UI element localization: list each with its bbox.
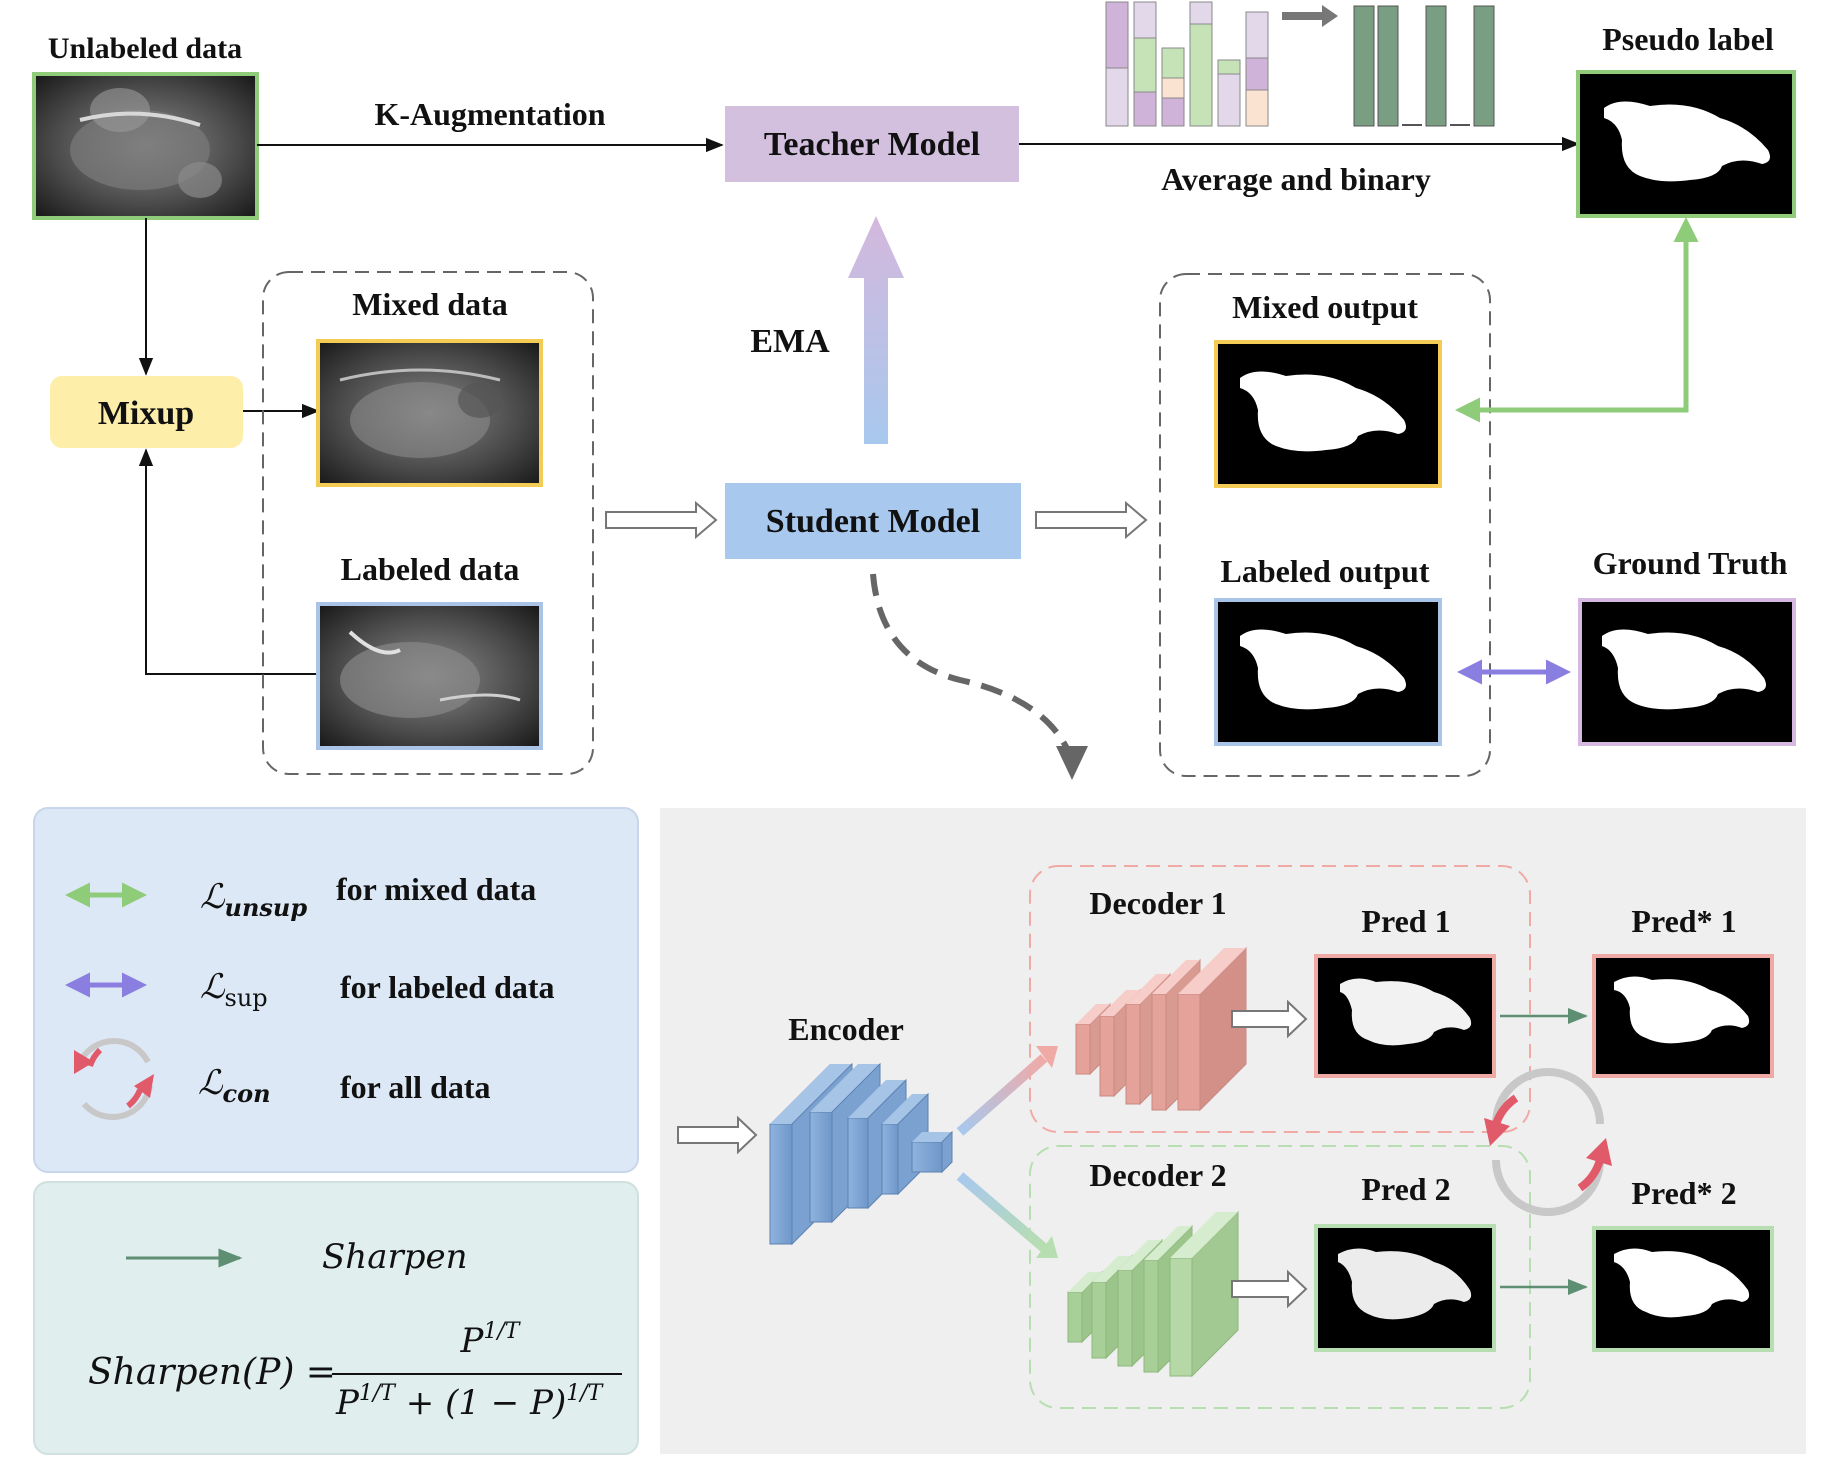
legend-unsup-symbol: ℒunsup [200, 877, 307, 922]
unsup-loss-arrow [1455, 217, 1699, 423]
encoder-label: Encoder [788, 1011, 904, 1047]
input-to-student-arrow [605, 500, 718, 540]
pred-star2-label: Pred* 2 [1631, 1175, 1736, 1211]
average-and-binary-label: Average and binary [1161, 161, 1431, 197]
mixed-output-label: Mixed output [1232, 289, 1418, 325]
labeled-output-mask [1240, 629, 1406, 710]
unlabeled-data-label: Unlabeled data [48, 32, 242, 65]
student-to-network-arrow [870, 573, 1075, 762]
unlabeled-image [32, 72, 259, 220]
k-augmentation-label: K-Augmentation [374, 96, 605, 132]
network-input-arrow [677, 1115, 758, 1155]
legend-unsup-text: for mixed data [336, 871, 536, 907]
probability-bars-icon [1105, 1, 1495, 127]
pred-star1-label: Pred* 1 [1631, 903, 1736, 939]
student-to-network-arrowhead [1056, 746, 1088, 780]
cycle-icon [74, 1038, 154, 1120]
legend-sup-symbol: ℒsup [200, 967, 268, 1012]
ground-truth-mask [1602, 629, 1766, 710]
student-to-output-arrow [1035, 500, 1148, 540]
student-model-box [725, 483, 1021, 559]
pred2-mask [1338, 1248, 1472, 1320]
legend-sup-text: for labeled data [340, 969, 555, 1005]
sharpen-panel [33, 1181, 639, 1455]
pred1-mask [1340, 978, 1472, 1046]
labeled-output-label: Labeled output [1221, 553, 1430, 589]
input-data-group [262, 271, 594, 775]
ground-truth-label: Ground Truth [1593, 545, 1788, 581]
teacher-model-box [725, 106, 1019, 182]
encoder-to-decoder1-arrowhead [1036, 1046, 1058, 1068]
teacher-model-label: Teacher Model [764, 126, 980, 163]
labeled-data-image [316, 602, 543, 750]
ema-label: EMA [750, 323, 830, 360]
consistency-cycle-icon [1484, 1068, 1612, 1216]
labeled-data-label: Labeled data [341, 551, 520, 587]
decoder2-label: Decoder 2 [1089, 1157, 1226, 1193]
decoder1-group [1029, 865, 1531, 1133]
pred-star2-mask [1614, 1248, 1750, 1318]
encoder-to-decoder2-arrowhead [1036, 1236, 1058, 1258]
sharpen-formula-lhs: Sharpen(P) = [88, 1352, 336, 1393]
decoder2-block [1067, 1210, 1239, 1378]
pseudo-mask-shape [1604, 101, 1770, 182]
decoder1-to-pred1-arrow [1231, 999, 1308, 1039]
decoder2-group [1029, 1145, 1531, 1409]
decoder2-to-pred2-arrow [1231, 1269, 1308, 1309]
mixup-label: Mixup [98, 395, 194, 432]
decoder1-label: Decoder 1 [1089, 885, 1226, 921]
legend-panel [33, 807, 639, 1173]
sharpen-label: Sharpen [322, 1237, 468, 1277]
pseudo-label-label: Pseudo label [1602, 21, 1774, 57]
mixed-data-label: Mixed data [352, 286, 508, 322]
output-group [1159, 273, 1491, 777]
sharpen-numerator: P1/T [460, 1319, 522, 1361]
mixup-box [50, 376, 243, 448]
decoder1-block [1075, 946, 1247, 1112]
ema-arrow [848, 216, 904, 444]
pred-star1-mask [1614, 976, 1750, 1044]
pred2-label: Pred 2 [1361, 1171, 1450, 1207]
labeled-to-mixup-arrow [138, 448, 318, 675]
legend-con-text: for all data [340, 1069, 491, 1105]
mixed-output-mask [1240, 371, 1406, 452]
student-model-label: Student Model [766, 503, 980, 540]
mixed-data-image [316, 339, 543, 487]
pred1-label: Pred 1 [1361, 903, 1450, 939]
legend-con-symbol: ℒcon [198, 1063, 271, 1108]
encoder-block [769, 1062, 953, 1246]
sharpen-denominator: P1/T + (1 − P)1/T [335, 1381, 605, 1423]
